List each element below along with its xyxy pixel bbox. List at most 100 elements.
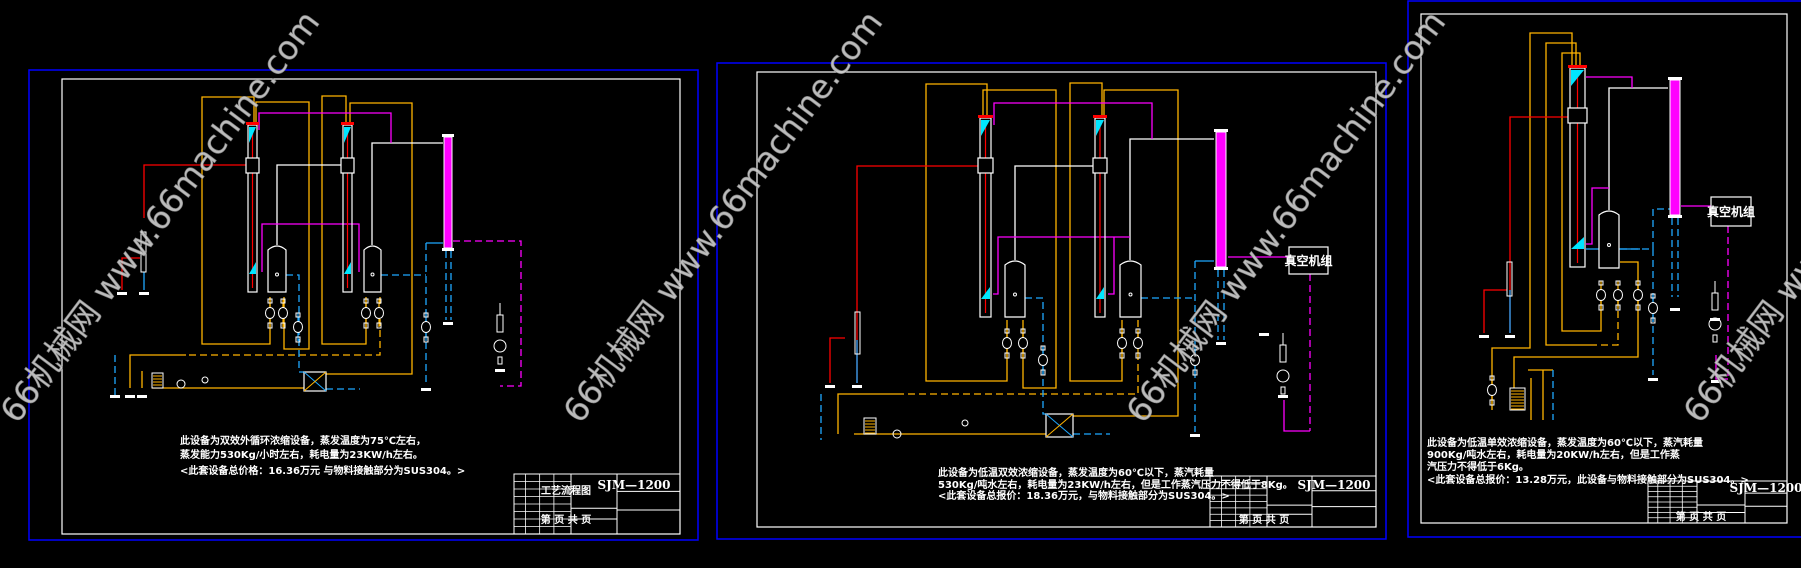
- pipe-line: [321, 95, 367, 345]
- vacuum-unit-sheet-3[interactable]: 真空机组: [1707, 196, 1755, 227]
- valve-icon: [376, 298, 382, 304]
- pipe-line: [1590, 300, 1619, 346]
- condenser-flange: [442, 248, 454, 251]
- condenser: [1215, 131, 1227, 268]
- pump-icon: [1002, 337, 1012, 349]
- separator-vessel: [267, 245, 287, 293]
- liquid-level-marker: [1571, 237, 1584, 249]
- pipe-end-tag: [1479, 335, 1489, 338]
- sight-glass-icon: [275, 272, 279, 277]
- drawing-code: SJM—1200: [1729, 481, 1801, 495]
- sheet-3-outer-frame: [1407, 0, 1801, 538]
- pipe-line: [900, 320, 1139, 395]
- pump-icon: [1648, 302, 1658, 314]
- vacuum-unit-sheet-2[interactable]: 真空机组: [1284, 246, 1333, 275]
- liquid-distributor-marker: [981, 120, 990, 136]
- note-line: 此设备为低温单效浓缩设备，蒸发温度为60℃以下，蒸汽耗量: [1427, 436, 1703, 449]
- valve-icon: [1040, 345, 1046, 351]
- watermark-text: 66机械网 www.66machine.com: [1118, 3, 1453, 430]
- ejector: [1711, 292, 1719, 311]
- valve-icon: [1119, 352, 1125, 359]
- valve-icon: [1004, 352, 1010, 359]
- valve-icon: [1135, 352, 1141, 359]
- valve-icon: [295, 336, 301, 343]
- condenser: [443, 136, 453, 249]
- valve-icon: [267, 322, 273, 329]
- pipe-line: [129, 354, 186, 388]
- pipe-line: [121, 257, 140, 290]
- pipe-line: [837, 393, 900, 434]
- water-pump-icon: [1276, 369, 1290, 383]
- valve-icon: [1004, 328, 1010, 334]
- note-line: 530Kg/吨水左右，耗电量为23KW/h左右，但是工作蒸汽压力不得低于8Kg。: [938, 478, 1293, 491]
- valve-icon: [1598, 280, 1604, 286]
- pipe-line: [276, 164, 341, 245]
- watermark-text: 66机械网 www.66machine.com: [555, 3, 890, 430]
- valve-icon: [423, 336, 429, 343]
- pump-icon: [265, 307, 275, 319]
- pump-icon: [176, 379, 186, 389]
- column-steam-chest: [245, 157, 260, 174]
- pipe-line: [1586, 187, 1609, 245]
- sheet-3-drawing-border: [1420, 13, 1788, 524]
- pipe-line: [1014, 165, 1093, 260]
- preheater: [140, 231, 147, 273]
- valve-icon: [423, 312, 429, 318]
- sheet-3: [1407, 0, 1801, 538]
- pump-icon: [1613, 289, 1623, 301]
- pipe-line: [1561, 52, 1602, 332]
- pump-icon: [361, 307, 371, 319]
- liquid-level-marker: [344, 262, 351, 274]
- sheet-1-title-block: 工艺流程图 SJM—1200 第 页 共 页: [541, 478, 671, 526]
- valve-icon: [363, 322, 369, 329]
- valve-icon: [295, 312, 301, 318]
- feed-tank: [151, 372, 164, 389]
- drawing-code: SJM—1200: [597, 478, 670, 492]
- valve-icon: [280, 298, 286, 304]
- liquid-distributor-marker: [1096, 120, 1104, 136]
- ejector: [496, 314, 504, 333]
- pipe-line: [371, 142, 443, 245]
- vacuum-unit-box[interactable]: [1288, 246, 1329, 275]
- valve-icon: [1635, 304, 1641, 311]
- liquid-distributor-marker: [1571, 70, 1584, 86]
- sheet-3-title-block: SJM—1200 第 页 共 页: [1676, 481, 1801, 523]
- valve-icon: [497, 356, 503, 365]
- pump-icon: [892, 429, 902, 439]
- pressure-gauge-icon: [201, 376, 209, 384]
- ejector: [1279, 344, 1287, 363]
- sheet-1-notes: 此设备为双效外循环浓缩设备，蒸发温度为75℃左右， 蒸发能力530Kg/小时左右…: [180, 434, 465, 477]
- pipe-line: [1491, 32, 1573, 410]
- column-steam-chest: [340, 157, 355, 174]
- pipe-end-tag: [1710, 318, 1720, 321]
- column-steam-chest: [1092, 157, 1108, 174]
- pump-icon: [1633, 289, 1643, 301]
- pump-icon: [1487, 384, 1497, 396]
- vacuum-unit-box[interactable]: [1710, 196, 1752, 227]
- valve-icon: [1040, 369, 1046, 376]
- pipe-line: [261, 223, 360, 272]
- liquid-level-marker: [1096, 287, 1104, 299]
- pump-icon: [1133, 337, 1143, 349]
- sight-glass-icon: [1013, 292, 1017, 297]
- note-line: 此设备为低温双效浓缩设备，蒸发温度为60℃以下，蒸汽耗量: [938, 466, 1214, 479]
- vacuum-unit-label: 真空机组: [1707, 204, 1755, 219]
- valve-icon: [1598, 304, 1604, 311]
- note-line: 900Kg/吨水左右，耗电量为20KW/h左右，但是工作蒸: [1427, 448, 1680, 461]
- note-line: 蒸发能力530Kg/小时左右，耗电量为23KW/h左右。: [180, 448, 423, 461]
- pipe-line: [1513, 261, 1639, 388]
- condenser-flange: [1214, 129, 1228, 132]
- process-pipes: [114, 32, 1729, 440]
- valve-icon: [1135, 328, 1141, 334]
- pipe-line: [856, 165, 978, 383]
- pipe-end-tag: [125, 395, 135, 398]
- note-line: <此套设备总价格：16.36万元 与物料接触部分为SUS304。>: [180, 464, 465, 477]
- pipe-line: [143, 164, 246, 218]
- pipe-end-tag: [421, 388, 431, 391]
- sheet-2-title-block: SJM—1200 第 页 共 页: [1239, 478, 1371, 526]
- valve-icon: [363, 298, 369, 304]
- pipe-line: [258, 112, 392, 143]
- valve-icon: [1192, 345, 1198, 351]
- note-line: 此设备为双效外循环浓缩设备，蒸发温度为75℃左右，: [180, 434, 426, 447]
